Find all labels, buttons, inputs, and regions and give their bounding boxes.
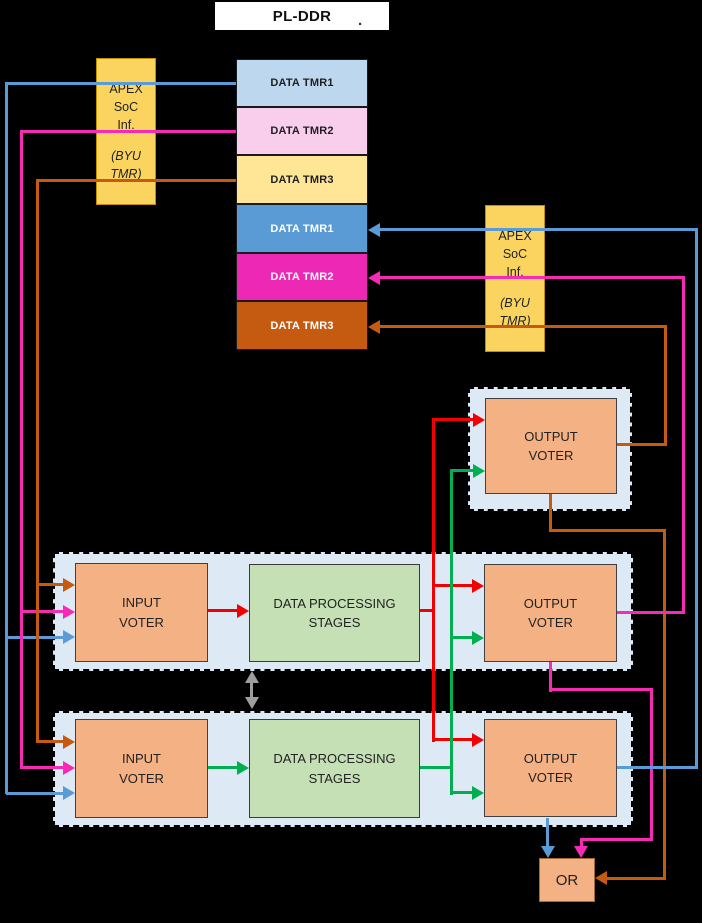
tmr3-read-arrow-copy1 — [63, 578, 75, 592]
apex-left-line2: SoC — [113, 100, 139, 115]
copy1-to-or-v3 — [580, 838, 583, 848]
copy2-writeback-h2 — [380, 228, 698, 231]
copy2-writeback-h1 — [617, 766, 698, 769]
standby-writeback-h2 — [380, 325, 667, 328]
apex-left-line5: TMR) — [110, 166, 142, 181]
bank-data-tmr2-write: DATA TMR2 — [236, 253, 368, 301]
tmr2-read-branch-copy2 — [21, 766, 63, 769]
copy1-writeback-arrow — [368, 271, 380, 285]
tmr1-read-arrow-copy1 — [63, 630, 75, 644]
tmr3-read-arrow-copy2 — [63, 735, 75, 749]
tmr1-read-line-v — [5, 82, 8, 794]
tmr3-read-branch-copy1 — [37, 583, 63, 586]
copy2-result-line-v — [450, 469, 453, 795]
copy2-input-voter: INPUT VOTER — [75, 719, 208, 818]
copy2-data-processing-stages: DATA PROCESSING STAGES — [249, 719, 420, 818]
copy1-result-to-standby — [434, 418, 473, 421]
copy1-data-processing-stages: DATA PROCESSING STAGES — [249, 564, 420, 662]
copy1-voter-to-dps-line — [208, 609, 237, 612]
copy2-result-arrow-ov1 — [472, 631, 484, 645]
copy-sync-arrow-down — [245, 697, 259, 709]
copy2-result-arrow-standby — [473, 464, 485, 478]
title-period-dot: . — [358, 12, 363, 29]
tmr2-read-line-v — [20, 130, 23, 769]
tmr3-read-line-v — [36, 179, 39, 743]
tmr1-read-branch-copy2 — [6, 792, 63, 795]
copy1-result-arrow-ov2 — [472, 733, 484, 747]
copy1-to-or-h2 — [580, 838, 653, 841]
copy2-result-arrow-ov2 — [472, 786, 484, 800]
copy1-result-to-ov1 — [434, 584, 472, 587]
standby-writeback-v — [664, 325, 667, 446]
standby-to-or-h2 — [607, 877, 666, 880]
copy2-input-voter-label: INPUT VOTER — [119, 751, 164, 786]
copy1-result-to-ov2 — [434, 738, 472, 741]
copy2-output-voter-label: OUTPUT VOTER — [523, 750, 578, 786]
copy1-result-line-v — [432, 418, 435, 742]
copy2-voter-to-dps-arrow — [237, 761, 249, 775]
standby-to-or-v2 — [663, 529, 666, 880]
copy1-input-voter: INPUT VOTER — [75, 563, 208, 662]
copy2-writeback-arrow — [368, 223, 380, 237]
copy2-result-to-ov1 — [452, 636, 472, 639]
apex-right-line4: (BYU — [500, 295, 530, 310]
copy1-output-voter-label: OUTPUT VOTER — [523, 595, 578, 631]
copy1-to-or-v1 — [549, 662, 552, 692]
tmr2-read-line-h — [21, 130, 236, 133]
bank-data-tmr1-read: DATA TMR1 — [236, 59, 368, 107]
copy2-to-or-arrow — [541, 846, 555, 858]
copy2-result-to-ov2 — [452, 791, 472, 794]
standby-to-or-arrow — [595, 871, 607, 885]
copy1-dps-output-stub — [420, 609, 435, 612]
copy1-to-or-arrow — [574, 846, 588, 858]
or-gate: OR — [539, 858, 595, 902]
copy2-to-or-v — [546, 818, 549, 847]
copy1-voter-to-dps-arrow — [237, 604, 249, 618]
copy2-dps-output-stub — [420, 766, 453, 769]
copy1-output-voter: OUTPUT VOTER — [484, 564, 617, 662]
standby-writeback-h1 — [617, 443, 667, 446]
apex-right-line3: Inf. — [506, 265, 524, 280]
copy1-writeback-v — [682, 276, 685, 614]
page-title: PL-DDR — [215, 2, 389, 30]
bank-data-tmr3-read: DATA TMR3 — [236, 155, 368, 204]
standby-output-voter-label: OUTPUT VOTER — [524, 428, 578, 464]
standby-to-or-h1 — [549, 529, 666, 532]
copy1-to-or-h1 — [549, 688, 653, 691]
tmr2-read-arrow-copy2 — [63, 761, 75, 775]
copy1-input-voter-label: INPUT VOTER — [119, 595, 164, 630]
copy1-writeback-h1 — [617, 611, 685, 614]
copy1-to-or-v2 — [650, 688, 653, 841]
tmr1-read-arrow-copy2 — [63, 786, 75, 800]
apex-right-line2: SoC — [502, 247, 528, 262]
copy2-dps-label: DATA PROCESSING STAGES — [273, 751, 396, 786]
tmr2-read-branch-copy1 — [21, 610, 63, 613]
tmr2-read-arrow-copy1 — [63, 605, 75, 619]
tmr3-read-line-h — [37, 179, 236, 182]
tmr1-read-branch-copy1 — [6, 636, 63, 639]
apex-left-line4: (BYU — [111, 148, 141, 163]
copy2-voter-to-dps-line — [208, 766, 237, 769]
standby-output-voter: OUTPUT VOTER — [485, 398, 617, 494]
standby-writeback-arrow — [368, 320, 380, 334]
copy-sync-line — [250, 683, 253, 697]
copy2-output-voter: OUTPUT VOTER — [484, 719, 617, 817]
tmr1-read-line-h — [6, 82, 236, 85]
apex-right-line1: APEX — [498, 229, 532, 244]
apex-left-line1: APEX — [109, 82, 143, 97]
copy1-writeback-h2 — [380, 276, 685, 279]
bank-data-tmr2-read: DATA TMR2 — [236, 107, 368, 155]
copy2-writeback-v — [695, 228, 698, 769]
tmr3-read-branch-copy2 — [37, 740, 63, 743]
bank-data-tmr3-write: DATA TMR3 — [236, 301, 368, 350]
apex-left-line3: Inf. — [117, 118, 135, 133]
copy1-result-arrow-ov1 — [472, 579, 484, 593]
copy2-result-to-standby — [452, 469, 473, 472]
copy1-result-arrow-standby — [473, 413, 485, 427]
standby-to-or-v1 — [549, 494, 552, 532]
apex-right-line5: TMR) — [499, 313, 531, 328]
copy-sync-arrow-up — [245, 671, 259, 683]
copy1-dps-label: DATA PROCESSING STAGES — [273, 595, 396, 631]
bank-data-tmr1-write: DATA TMR1 — [236, 204, 368, 253]
